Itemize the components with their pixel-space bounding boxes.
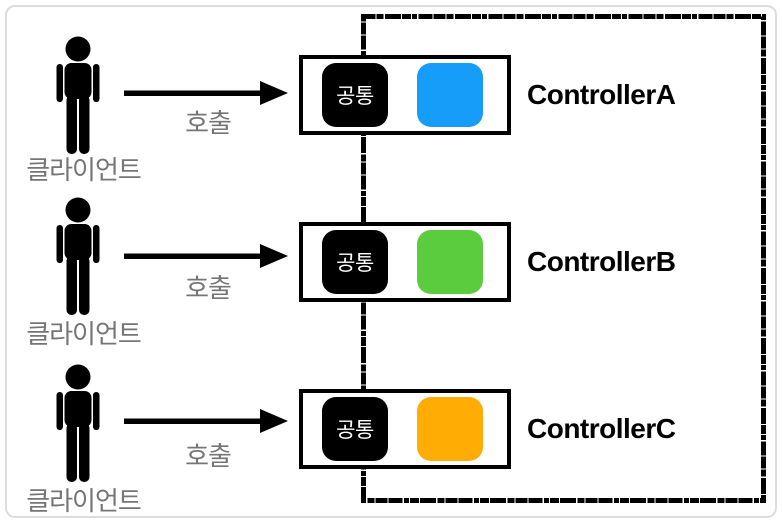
call-arrow-icon <box>124 244 288 268</box>
feature-module-chip <box>417 397 483 461</box>
controller-box: 공통 <box>299 222 511 302</box>
feature-module-chip <box>417 230 483 294</box>
feature-module-chip <box>417 63 483 127</box>
client-label: 클라이언트 <box>26 155 142 185</box>
person-icon <box>56 36 100 154</box>
call-label: 호출 <box>185 441 232 471</box>
common-module-chip: 공통 <box>322 63 388 127</box>
person-icon <box>56 197 100 315</box>
controller-name: ControllerB <box>527 246 676 277</box>
call-label: 호출 <box>185 108 232 138</box>
controller-box: 공통 <box>299 389 511 469</box>
client-label: 클라이언트 <box>26 486 142 516</box>
client-label: 클라이언트 <box>26 319 142 349</box>
person-icon <box>56 364 100 482</box>
common-module-chip: 공통 <box>322 230 388 294</box>
call-label: 호출 <box>185 273 232 303</box>
controller-name: ControllerA <box>527 79 676 110</box>
controller-name: ControllerC <box>527 413 676 444</box>
call-arrow-icon <box>124 409 288 433</box>
common-module-chip: 공통 <box>322 397 388 461</box>
call-arrow-icon <box>124 81 288 105</box>
controller-box: 공통 <box>299 55 511 135</box>
